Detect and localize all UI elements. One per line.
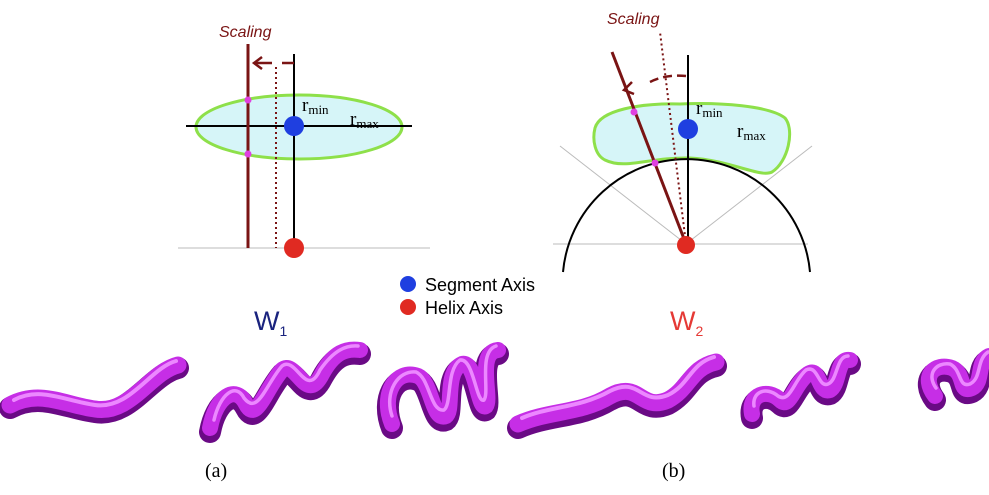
panel-b-scaling-arrow-shaft xyxy=(649,74,687,84)
panel-b-lower-marker xyxy=(651,159,659,167)
panel-b-helix-axis-dot xyxy=(677,236,695,254)
legend-helix-axis-swatch xyxy=(400,299,416,315)
panel-b-dotted-axis xyxy=(659,31,687,245)
helix-tube-5 xyxy=(743,352,858,422)
panel-b-scaling-arrowhead xyxy=(621,81,635,96)
w2-label: W2 xyxy=(670,306,703,339)
panel-b-wedge-left xyxy=(559,145,687,245)
panel-b-rotated-axis xyxy=(610,51,688,245)
helix-tubes xyxy=(0,341,989,443)
panel-a-scaling-arrowhead xyxy=(251,56,263,70)
helix-tube-2-highlight xyxy=(212,344,360,422)
helix-tube-6-highlight xyxy=(930,350,989,390)
helix-tube-5-highlight xyxy=(752,354,850,408)
panel-a-lower-marker xyxy=(244,150,252,158)
legend-helix-axis-label: Helix Axis xyxy=(425,298,503,318)
panel-a-rmin-label: rmin xyxy=(302,95,329,117)
panel-b-diagram: Scaling rmin rmax xyxy=(553,11,813,273)
panel-b-rmax-label: rmax xyxy=(737,121,766,143)
panel-b-upper-marker xyxy=(630,108,638,116)
panel-a-segment-axis-dot xyxy=(284,116,304,136)
panel-b-scaling-label: Scaling xyxy=(607,11,660,28)
legend-segment-axis-label: Segment Axis xyxy=(425,275,535,295)
helix-tube-4-highlight xyxy=(520,355,716,420)
w1-label: W1 xyxy=(254,306,287,339)
panel-b-rmin-label: rmin xyxy=(696,98,723,120)
helix-tube-1 xyxy=(1,356,187,418)
panel-a-scaling-label: Scaling xyxy=(219,24,272,41)
caption-a: (a) xyxy=(205,460,227,482)
helix-tube-3-highlight xyxy=(387,344,498,418)
panel-b-kidney-region xyxy=(592,102,792,175)
legend-segment-axis-swatch xyxy=(400,276,416,292)
panel-a-rmax-label: rmax xyxy=(350,109,379,131)
legend: Segment Axis Helix Axis xyxy=(400,275,535,318)
helix-tube-1-highlight xyxy=(12,359,178,408)
panel-a-upper-marker xyxy=(244,96,252,104)
panel-a-diagram: Scaling rmin rmax xyxy=(178,24,430,258)
helix-tube-4 xyxy=(509,353,725,433)
panel-a-helix-axis-dot xyxy=(284,238,304,258)
panel-b-segment-axis-dot xyxy=(678,119,698,139)
panel-b-wedge-right xyxy=(685,145,813,245)
panel-b-arc xyxy=(562,158,811,273)
caption-b: (b) xyxy=(662,460,685,482)
helix-tube-2 xyxy=(202,341,368,436)
